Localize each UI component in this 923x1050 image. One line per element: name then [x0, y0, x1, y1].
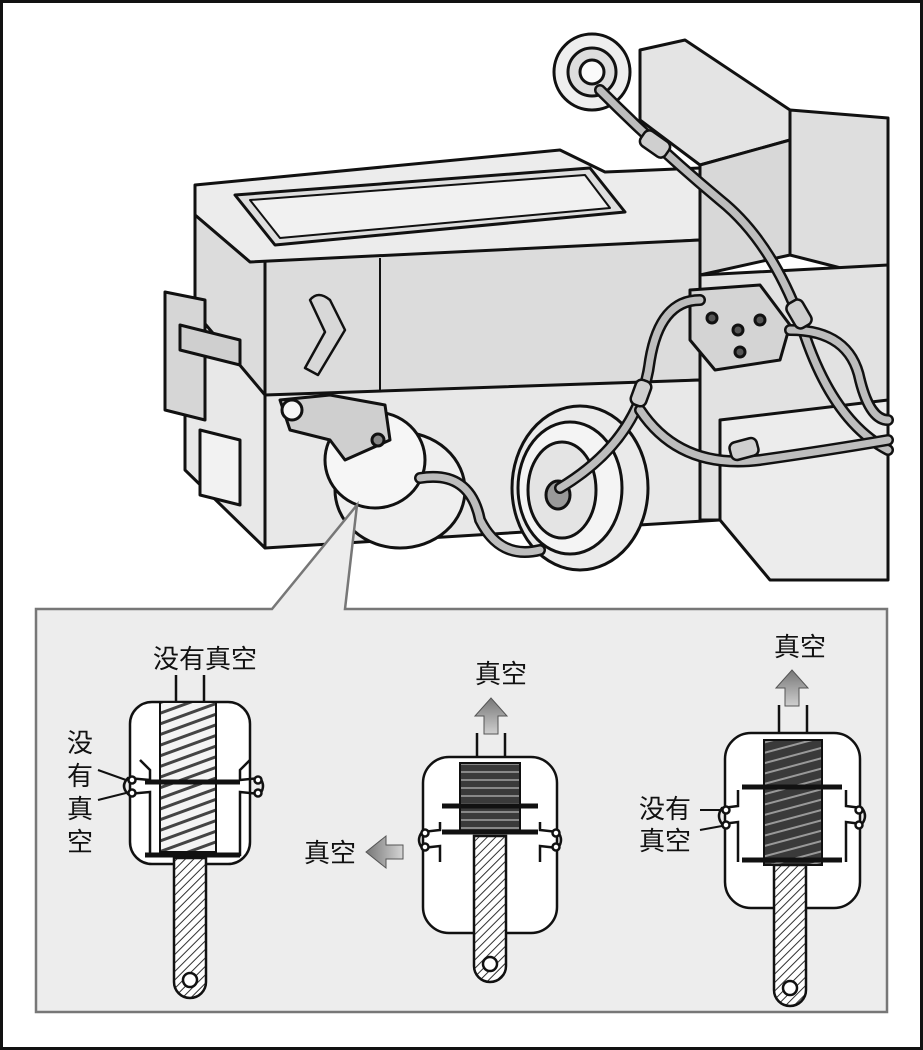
leader-lines-d3 — [699, 809, 723, 831]
label-no-vacuum-side: 没 有 真 空 — [67, 729, 93, 858]
actuator-diagram-no-vacuum — [122, 675, 265, 1000]
hose-connectors — [629, 129, 813, 462]
actuator-diagram-top-vacuum — [717, 705, 867, 1008]
arrow-up-icon — [774, 669, 810, 707]
arrow-up-icon — [473, 697, 509, 735]
label-no-vacuum-side-3a: 没有 — [639, 795, 691, 825]
label-vacuum-side-2: 真空 — [304, 839, 356, 869]
label-no-vacuum-side-3b: 真空 — [639, 827, 691, 857]
svg-text:有: 有 — [67, 762, 93, 792]
arrow-left-icon — [365, 834, 404, 870]
hvac-unit-illustration — [163, 32, 890, 582]
svg-text:真: 真 — [67, 795, 93, 825]
label-vacuum-top-3: 真空 — [774, 633, 826, 663]
leader-lines-d1 — [97, 769, 127, 801]
actuator-diagram-side-vacuum — [417, 733, 563, 984]
svg-text:没: 没 — [67, 729, 93, 759]
svg-text:空: 空 — [67, 828, 93, 858]
label-no-vacuum-top: 没有真空 — [153, 645, 257, 675]
label-vacuum-top-2: 真空 — [475, 660, 527, 690]
